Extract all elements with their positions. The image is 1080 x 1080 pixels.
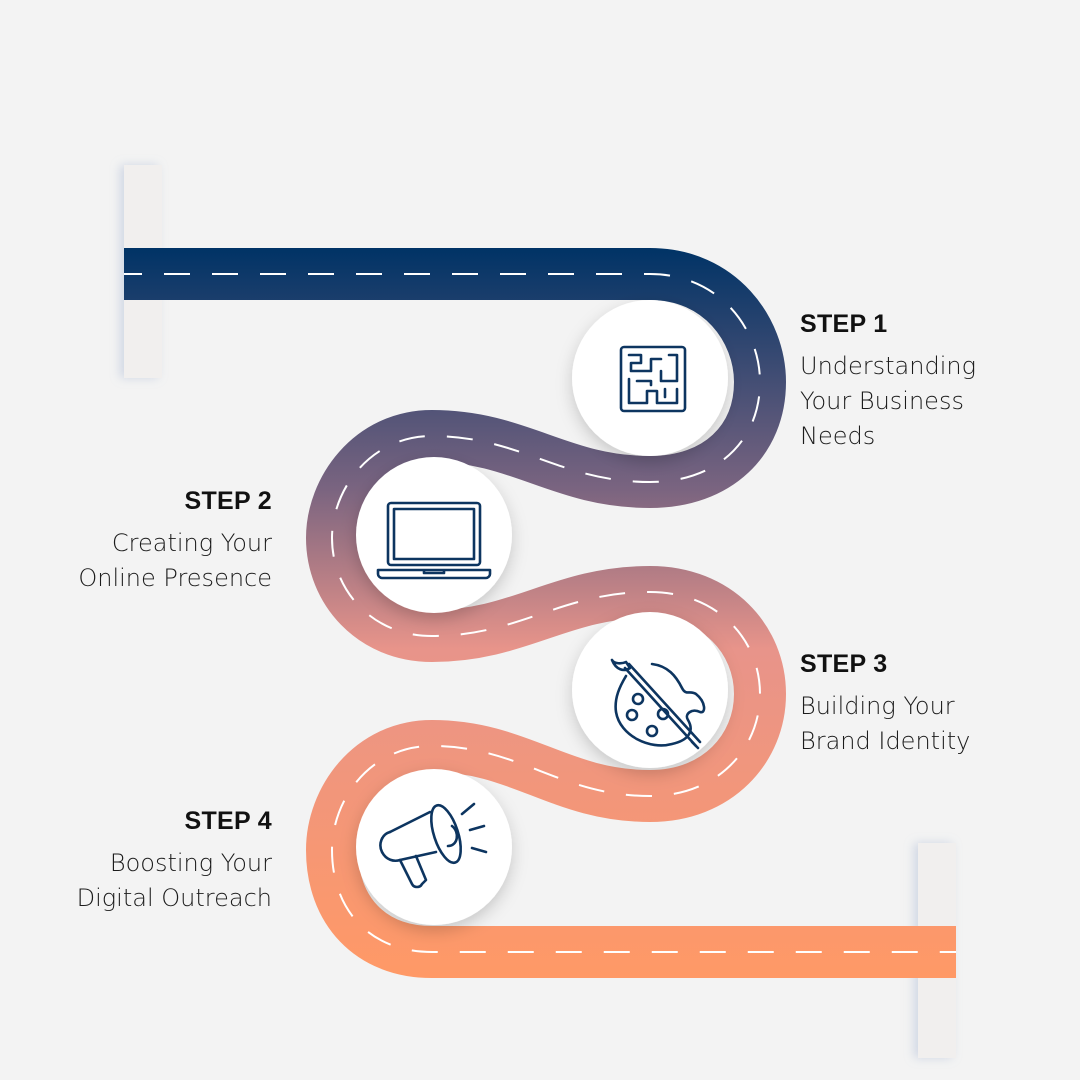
step-4-line-2: Digital Outreach bbox=[76, 884, 272, 912]
step-2-label: STEP 2 Creating Your Online Presence bbox=[52, 487, 272, 596]
megaphone-icon bbox=[379, 802, 488, 889]
step-2-description: Creating Your Online Presence bbox=[52, 526, 272, 596]
road-center-dashes bbox=[124, 273, 956, 953]
step-1-line-3: Needs bbox=[800, 422, 876, 450]
step-1-description: Understanding Your Business Needs bbox=[800, 349, 1020, 454]
step-4-circle bbox=[356, 769, 512, 925]
step-2-title: STEP 2 bbox=[184, 487, 272, 515]
step-2-line-1: Creating Your bbox=[111, 529, 272, 557]
step-4-line-1: Boosting Your bbox=[109, 849, 272, 877]
laptop-icon bbox=[376, 501, 492, 580]
maze-icon bbox=[619, 345, 687, 413]
step-1-circle bbox=[572, 300, 728, 456]
step-4-description: Boosting Your Digital Outreach bbox=[52, 846, 272, 916]
step-4-label: STEP 4 Boosting Your Digital Outreach bbox=[52, 807, 272, 916]
step-3-line-2: Brand Identity bbox=[800, 727, 971, 755]
step-3-label: STEP 3 Building Your Brand Identity bbox=[800, 650, 1020, 759]
step-4-title: STEP 4 bbox=[184, 807, 272, 835]
step-1-title: STEP 1 bbox=[800, 310, 888, 338]
step-3-title: STEP 3 bbox=[800, 650, 888, 678]
palette-icon bbox=[610, 658, 706, 750]
step-3-description: Building Your Brand Identity bbox=[800, 689, 1020, 759]
step-2-line-2: Online Presence bbox=[78, 564, 272, 592]
step-2-circle bbox=[356, 457, 512, 613]
step-1-label: STEP 1 Understanding Your Business Needs bbox=[800, 310, 1020, 454]
step-1-line-1: Understanding bbox=[800, 352, 976, 380]
step-3-line-1: Building Your bbox=[800, 692, 955, 720]
step-1-line-2: Your Business bbox=[800, 387, 964, 415]
